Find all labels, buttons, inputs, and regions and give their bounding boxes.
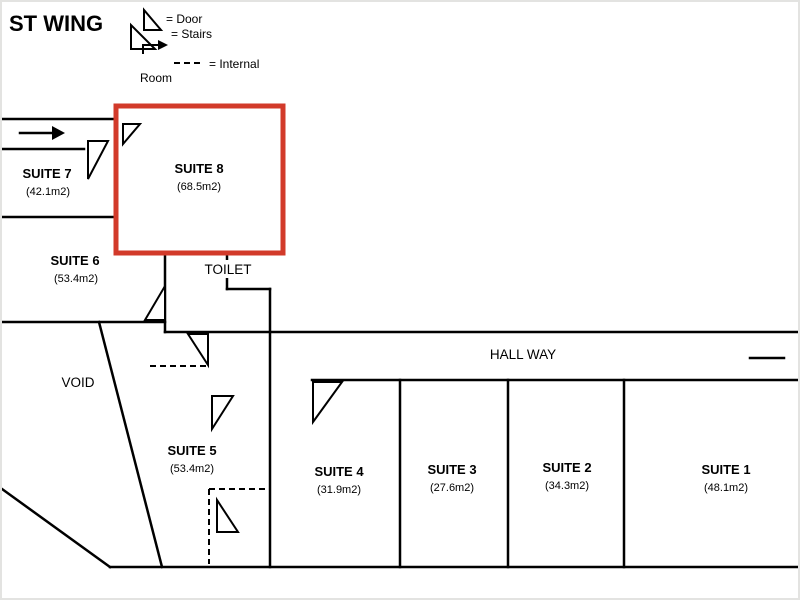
door-icon-suite8 bbox=[122, 123, 143, 147]
legend: = Door = Stairs = Internal Room bbox=[130, 7, 259, 85]
door-icon-suite5-bottom bbox=[216, 496, 240, 533]
suite-4-area: (31.9m2) bbox=[317, 484, 361, 496]
door-symbols bbox=[87, 123, 344, 533]
internal-room-lines bbox=[150, 365, 267, 564]
door-icon-suite4 bbox=[312, 381, 344, 426]
suite-2-label: SUITE 2 bbox=[542, 460, 591, 475]
suite-6-label: SUITE 6 bbox=[50, 253, 99, 268]
suite-8-label: SUITE 8 bbox=[174, 161, 223, 176]
suite-1-area: (48.1m2) bbox=[704, 482, 748, 494]
suite-8-highlight bbox=[113, 103, 286, 256]
legend-door-icon bbox=[143, 7, 164, 31]
suite-8-area: (68.5m2) bbox=[177, 181, 221, 193]
legend-stairs-arrowhead bbox=[158, 40, 168, 50]
wall-void-diagonal-right bbox=[97, 320, 164, 569]
suite-6-area: (53.4m2) bbox=[54, 273, 98, 285]
walls bbox=[2, 117, 798, 569]
entry-arrow-icon bbox=[18, 126, 65, 140]
void-label: VOID bbox=[61, 375, 94, 390]
suite-1-label: SUITE 1 bbox=[701, 462, 750, 477]
door-icon-suite5-top bbox=[186, 333, 209, 369]
suite-7-area: (42.1m2) bbox=[26, 186, 70, 198]
legend-stairs-label: = Stairs bbox=[171, 27, 212, 41]
toilet-label-mask bbox=[199, 260, 257, 278]
legend-stairs-arrow bbox=[142, 44, 158, 54]
hallway-label: HALL WAY bbox=[490, 347, 556, 362]
suite-2-area: (34.3m2) bbox=[545, 480, 589, 492]
door-icon-toilet bbox=[143, 282, 166, 321]
page-title: ST WING bbox=[9, 11, 103, 36]
toilet-label: TOILET bbox=[204, 262, 251, 277]
wall-void-diagonal-left bbox=[2, 487, 112, 569]
suite-3-area: (27.6m2) bbox=[430, 482, 474, 494]
legend-internal-label-2: Room bbox=[140, 71, 172, 85]
suite-5-label: SUITE 5 bbox=[167, 443, 216, 458]
legend-door-label: = Door bbox=[166, 12, 202, 26]
entry-arrow-head bbox=[52, 126, 65, 140]
legend-internal-label: = Internal bbox=[209, 57, 259, 71]
door-icon-suite7 bbox=[87, 140, 110, 180]
suite-3-label: SUITE 3 bbox=[427, 462, 476, 477]
suite-4-label: SUITE 4 bbox=[314, 464, 364, 479]
suite-7-label: SUITE 7 bbox=[22, 166, 71, 181]
suite-5-area: (53.4m2) bbox=[170, 463, 214, 475]
door-icon-suite5-mid bbox=[211, 395, 235, 433]
room-labels: SUITE 7 (42.1m2) SUITE 8 (68.5m2) SUITE … bbox=[22, 161, 750, 496]
